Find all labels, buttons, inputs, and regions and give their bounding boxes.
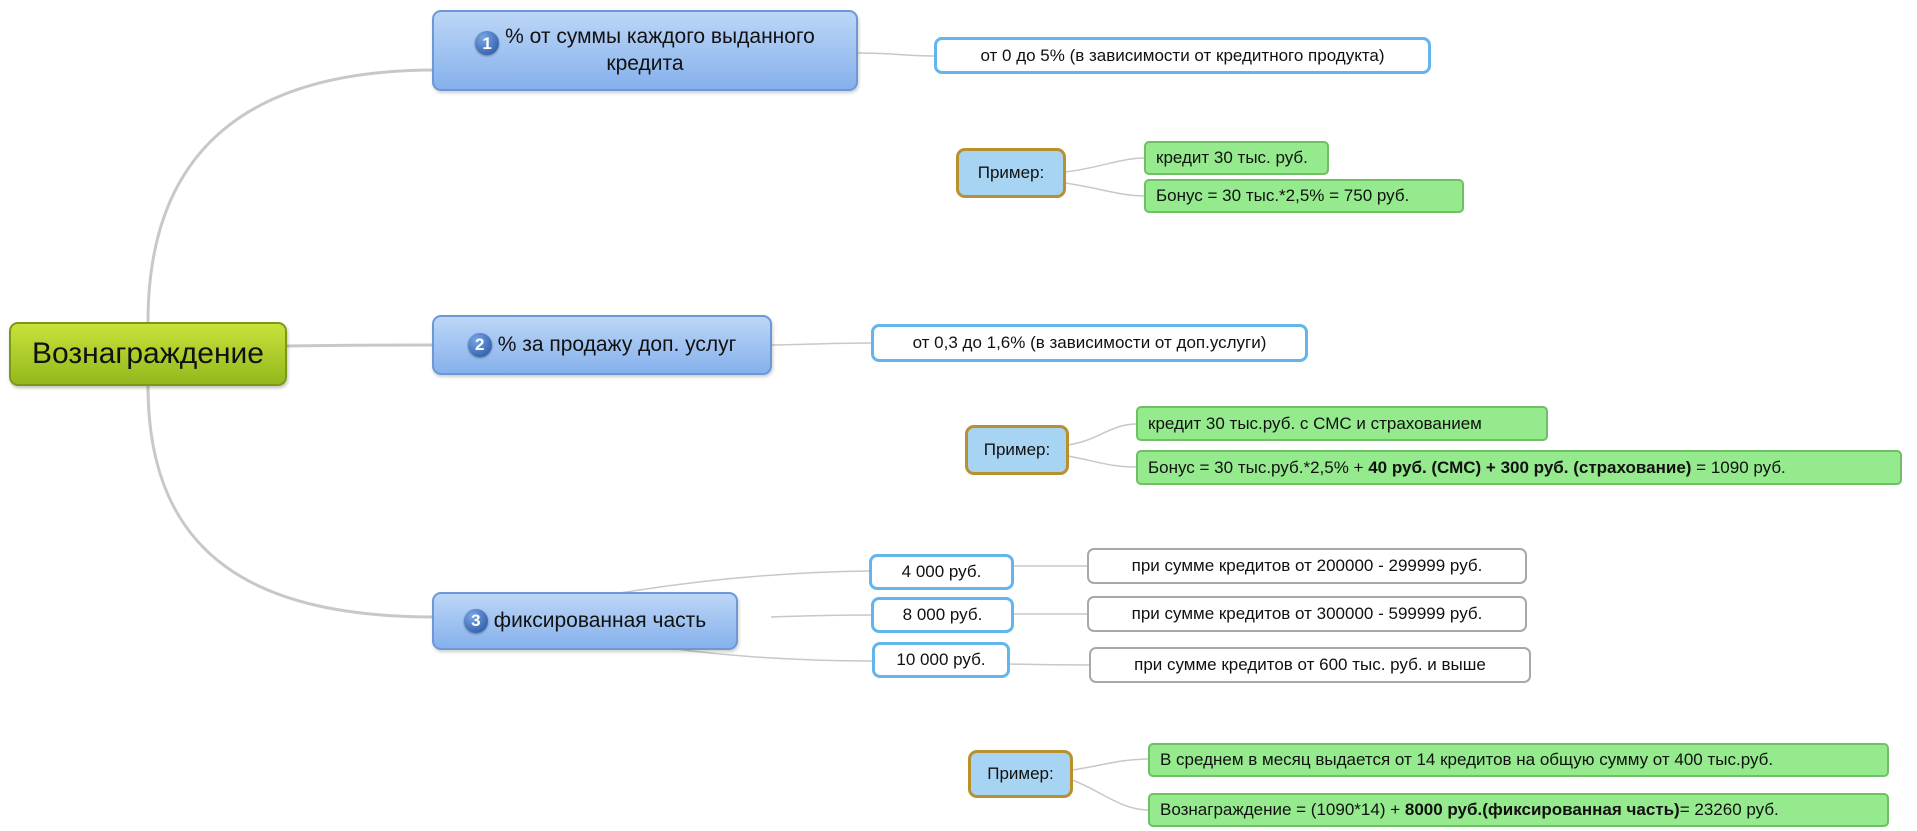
branch-1-label-line1: % от суммы каждого выданного [505,25,815,49]
link-root-branch1 [146,68,436,323]
tier-2-condition-text: при сумме кредитов от 300000 - 599999 ру… [1131,604,1483,623]
branch-2-info-text: от 0,3 до 1,6% (в зависимости от доп.усл… [912,333,1267,352]
tier-1-condition-text: при сумме кредитов от 200000 - 299999 ру… [1131,556,1483,575]
tier-2-amount-text: 8 000 руб. [902,605,983,624]
link-ex3-item2 [1071,779,1150,811]
link-ex2-item1 [1067,423,1138,446]
tier-1-amount-text: 4 000 руб. [901,562,982,581]
example-2-item-2-pre: Бонус = 30 тыс.руб.*2,5% + [1148,457,1369,477]
example-2-item-2[interactable]: Бонус = 30 тыс.руб.*2,5% + 40 руб. (СМС)… [1136,450,1902,485]
example-1-label: Пример: [977,163,1045,182]
root-label: Вознаграждение [32,337,264,370]
number-3-icon: 3 [463,609,488,633]
example-3-label: Пример: [987,764,1054,783]
example-2-item-1-text: кредит 30 тыс.руб. с СМС и страхованием [1148,413,1482,433]
example-3-item-2-bold: 8000 руб.(фиксированная часть) [1404,800,1680,819]
example-2-item-1[interactable]: кредит 30 тыс.руб. с СМС и страхованием [1136,406,1548,441]
link-ex3-item1 [1071,758,1150,771]
example-3-item-1-text: В среднем в месяц выдается от 14 кредито… [1160,750,1774,769]
link-ex1-item2 [1064,182,1146,197]
tier-3-condition[interactable]: при сумме кредитов от 600 тыс. руб. и вы… [1089,647,1531,683]
link-b3-tier2 [770,614,873,618]
link-ex1-item1 [1064,157,1146,173]
example-3-item-2-post: = 23260 руб. [1679,800,1779,819]
branch-3-label: фиксированная часть [493,608,707,632]
number-2-icon: 2 [467,333,492,357]
example-3-item-2-pre: Вознаграждение = (1090*14) + [1160,800,1405,819]
example-1-node[interactable]: Пример: [956,148,1066,198]
example-1-item-2[interactable]: Бонус = 30 тыс.*2,5% = 750 руб. [1144,179,1464,213]
example-2-item-2-post: = 1090 руб. [1691,457,1786,477]
link-b1-info [856,52,936,57]
branch-2-label: % за продажу доп. услуг [497,332,737,356]
branch-1-info[interactable]: от 0 до 5% (в зависимости от кредитного … [934,37,1431,74]
example-3-item-1[interactable]: В среднем в месяц выдается от 14 кредито… [1148,743,1889,777]
link-root-branch2 [286,343,436,348]
example-1-item-1-text: кредит 30 тыс. руб. [1156,148,1308,167]
tier-3-amount[interactable]: 10 000 руб. [872,642,1010,678]
example-2-node[interactable]: Пример: [965,425,1069,475]
link-tier3-cond [1008,663,1091,666]
link-b2-info [770,342,873,346]
tier-1-condition[interactable]: при сумме кредитов от 200000 - 299999 ру… [1087,548,1527,584]
tier-1-amount[interactable]: 4 000 руб. [869,554,1014,590]
branch-1-label-line2: кредита [606,51,684,75]
root-node[interactable]: Вознаграждение [9,322,287,386]
branch-2-node[interactable]: 2 % за продажу доп. услуг [432,315,772,375]
link-root-branch3 [146,385,436,619]
tier-2-condition[interactable]: при сумме кредитов от 300000 - 599999 ру… [1087,596,1527,632]
example-3-item-2[interactable]: Вознаграждение = (1090*14) + 8000 руб.(ф… [1148,793,1889,827]
example-2-label: Пример: [983,440,1051,459]
example-2-item-2-text: Бонус = 30 тыс.руб.*2,5% + 40 руб. (СМС)… [1148,458,1786,478]
branch-1-info-text: от 0 до 5% (в зависимости от кредитного … [980,45,1385,65]
branch-2-info[interactable]: от 0,3 до 1,6% (в зависимости от доп.усл… [871,324,1308,362]
example-3-item-2-text: Вознаграждение = (1090*14) + 8000 руб.(ф… [1160,800,1779,820]
example-2-item-2-bold: 40 руб. (СМС) + 300 руб. (страхование) [1368,457,1692,477]
number-1-icon: 1 [475,31,500,56]
example-1-item-2-text: Бонус = 30 тыс.*2,5% = 750 руб. [1156,186,1410,205]
link-ex2-item2 [1067,455,1138,468]
tier-3-condition-text: при сумме кредитов от 600 тыс. руб. и вы… [1134,655,1486,674]
tier-2-amount[interactable]: 8 000 руб. [871,597,1014,633]
branch-3-node[interactable]: 3 фиксированная часть [432,592,738,650]
link-b3-tier1 [619,570,871,594]
example-3-node[interactable]: Пример: [968,750,1073,798]
example-1-item-1[interactable]: кредит 30 тыс. руб. [1144,141,1329,175]
branch-1-node[interactable]: 1 % от суммы каждого выданного кредита [432,10,858,91]
tier-3-amount-text: 10 000 руб. [896,650,986,669]
